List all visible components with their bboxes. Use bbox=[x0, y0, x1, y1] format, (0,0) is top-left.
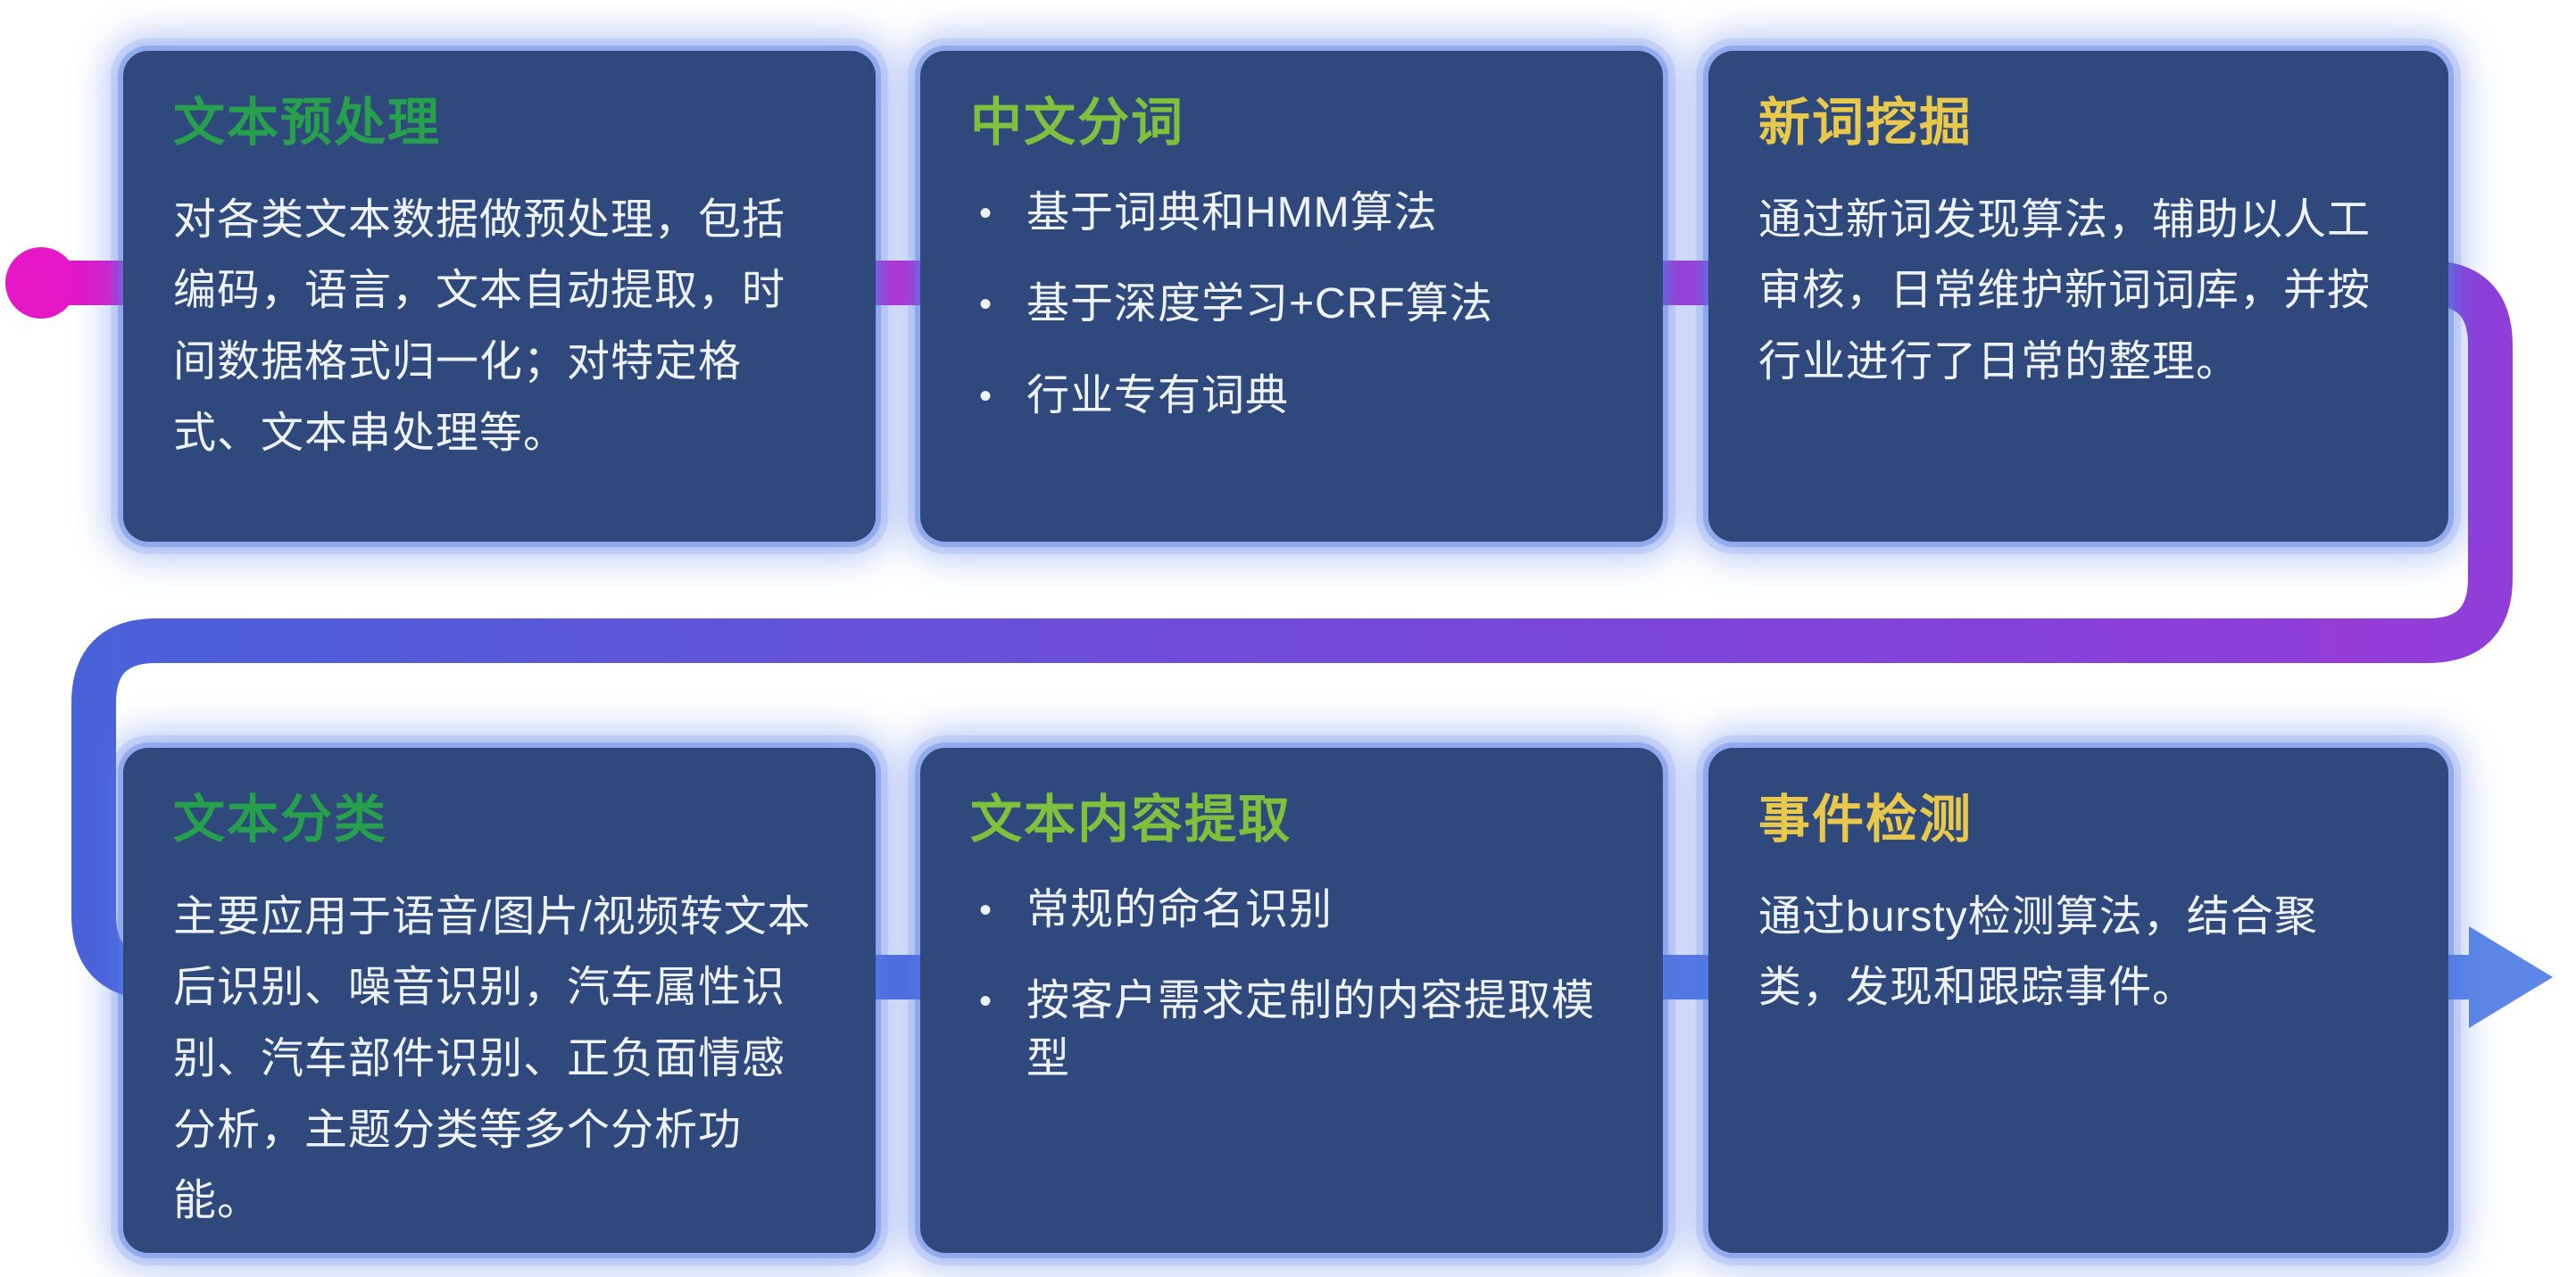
bullet-icon: • bbox=[979, 890, 993, 930]
bullet-text: 常规的命名识别 bbox=[1026, 885, 1334, 933]
bullet-item: • 按客户需求定制的内容提取模型 bbox=[970, 973, 1613, 1089]
card-event-detection: 事件检测 通过bursty检测算法，结合聚类，发现和跟踪事件。 bbox=[1708, 748, 2448, 1253]
bullet-item: • 基于深度学习+CRF算法 bbox=[970, 276, 1613, 334]
card-title: 事件检测 bbox=[1758, 791, 1974, 849]
bullet-item: • 行业专有词典 bbox=[970, 368, 1613, 426]
bullet-icon: • bbox=[979, 193, 993, 233]
card-body-text: 通过bursty检测算法，结合聚类，发现和跟踪事件。 bbox=[1758, 892, 2318, 1012]
card-new-word-mining: 新词挖掘 通过新词发现算法，辅助以人工审核，日常维护新词词库，并按行业进行了日常… bbox=[1708, 51, 2448, 542]
card-chinese-word-segmentation: 中文分词 • 基于词典和HMM算法 • 基于深度学习+CRF算法 • 行业专有词… bbox=[920, 51, 1663, 542]
flow-start-dot bbox=[5, 247, 77, 319]
bullet-list: • 常规的命名识别 • 按客户需求定制的内容提取模型 bbox=[970, 882, 1613, 1089]
card-title: 文本预处理 bbox=[173, 94, 442, 152]
flow-segment-top bbox=[37, 261, 2513, 663]
bullet-icon: • bbox=[979, 982, 993, 1022]
card-text-classification: 文本分类 主要应用于语音/图片/视频转文本后识别、噪音识别，汽车属性识别、汽车部… bbox=[123, 748, 876, 1253]
bullet-item: • 常规的命名识别 bbox=[970, 882, 1613, 940]
bullet-icon: • bbox=[979, 377, 993, 417]
card-title: 新词挖掘 bbox=[1758, 94, 1974, 152]
card-title: 中文分词 bbox=[970, 94, 1185, 152]
bullet-text: 基于词典和HMM算法 bbox=[1026, 188, 1438, 236]
bullet-list: • 基于词典和HMM算法 • 基于深度学习+CRF算法 • 行业专有词典 bbox=[970, 185, 1613, 426]
bullet-text: 基于深度学习+CRF算法 bbox=[1026, 280, 1493, 328]
card-body-text: 通过新词发现算法，辅助以人工审核，日常维护新词词库，并按行业进行了日常的整理。 bbox=[1758, 195, 2372, 386]
card-text-preprocessing: 文本预处理 对各类文本数据做预处理，包括编码，语言，文本自动提取，时间数据格式归… bbox=[123, 51, 876, 542]
flow-arrow-icon bbox=[2469, 926, 2553, 1028]
card-title: 文本内容提取 bbox=[970, 791, 1292, 849]
card-body-text: 对各类文本数据做预处理，包括编码，语言，文本自动提取，时间数据格式归一化；对特定… bbox=[173, 195, 786, 457]
bullet-item: • 基于词典和HMM算法 bbox=[970, 185, 1613, 243]
bullet-icon: • bbox=[979, 285, 993, 325]
card-body-text: 主要应用于语音/图片/视频转文本后识别、噪音识别，汽车属性识别、汽车部件识别、正… bbox=[173, 892, 811, 1225]
card-content-extraction: 文本内容提取 • 常规的命名识别 • 按客户需求定制的内容提取模型 bbox=[920, 748, 1663, 1253]
bullet-text: 行业专有词典 bbox=[1026, 372, 1290, 420]
card-title: 文本分类 bbox=[173, 791, 388, 849]
bullet-text: 按客户需求定制的内容提取模型 bbox=[1026, 977, 1596, 1083]
